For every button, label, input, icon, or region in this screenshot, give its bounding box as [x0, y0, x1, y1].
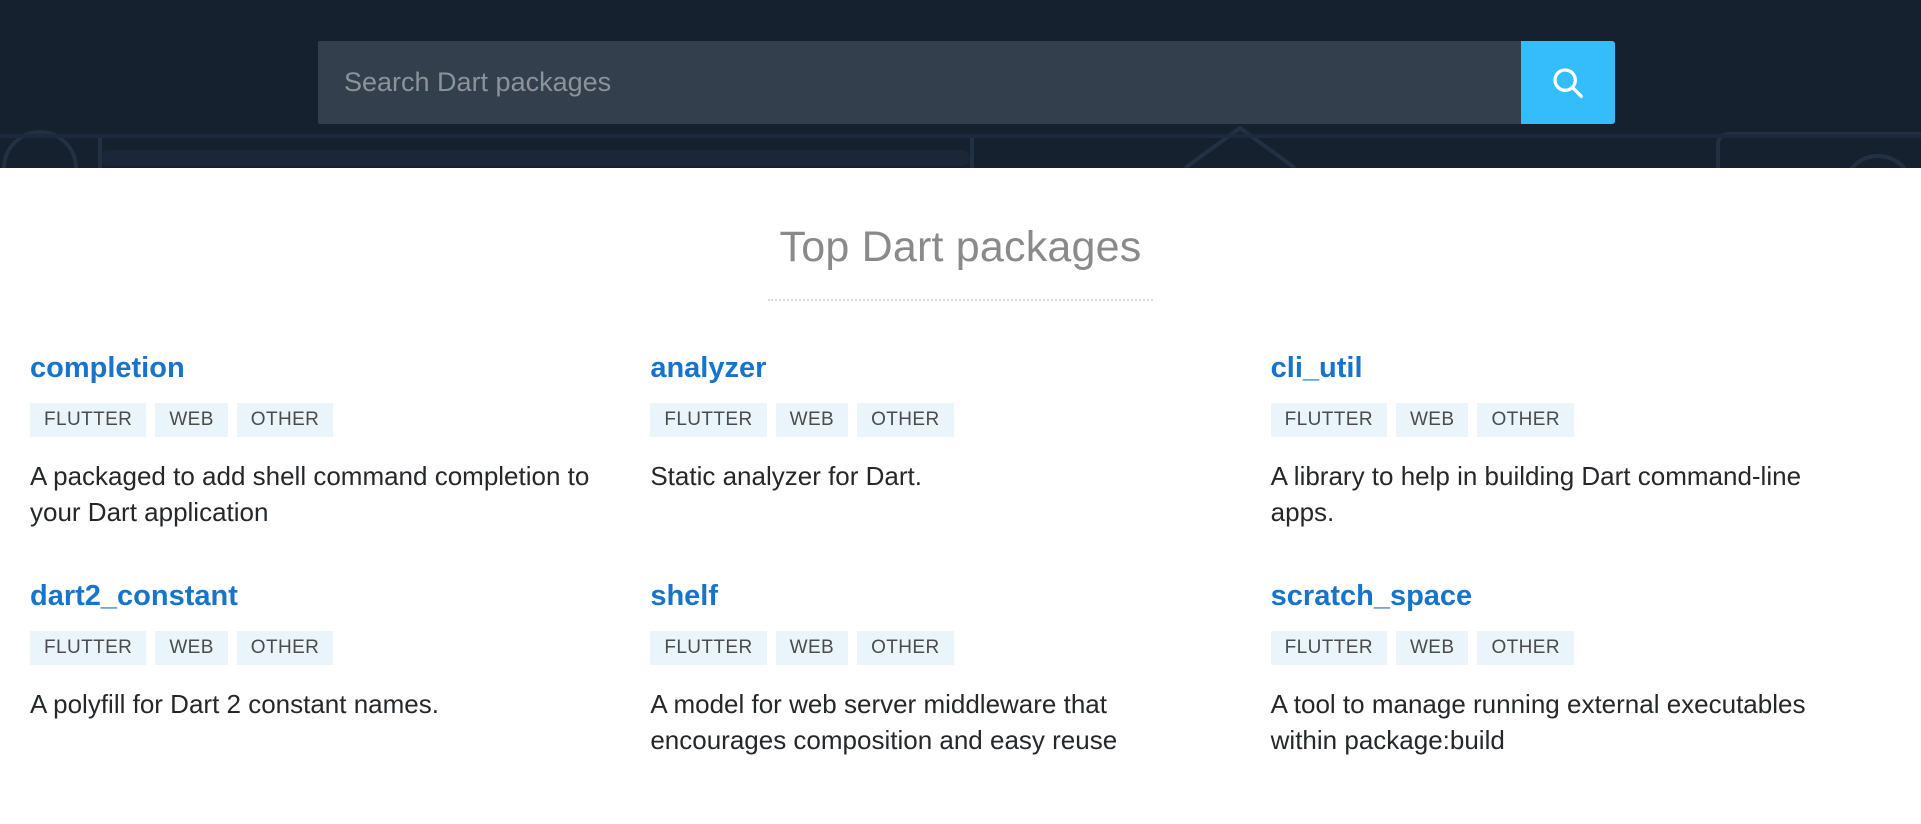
- package-tag-other[interactable]: OTHER: [1477, 630, 1574, 665]
- package-name-link[interactable]: scratch_space: [1270, 579, 1473, 612]
- package-tag-row: FLUTTER WEB OTHER: [650, 630, 1216, 665]
- package-tag-flutter[interactable]: FLUTTER: [1270, 630, 1387, 665]
- package-name-link[interactable]: shelf: [650, 579, 719, 612]
- package-description: A tool to manage running external execut…: [1270, 688, 1806, 755]
- package-tag-flutter[interactable]: FLUTTER: [650, 630, 767, 665]
- package-name-link[interactable]: cli_util: [1270, 352, 1363, 385]
- package-tag-row: FLUTTER WEB OTHER: [1270, 630, 1837, 665]
- search-icon: [1549, 64, 1587, 102]
- package-tag-flutter[interactable]: FLUTTER: [650, 403, 767, 438]
- package-card: cli_util FLUTTER WEB OTHER A library to …: [1270, 352, 1891, 531]
- package-tag-row: FLUTTER WEB OTHER: [30, 630, 596, 665]
- package-tag-web[interactable]: WEB: [155, 403, 228, 438]
- decor-circle-right: [1849, 154, 1907, 168]
- search-bar: [318, 41, 1615, 124]
- package-tag-other[interactable]: OTHER: [857, 630, 954, 665]
- package-card: completion FLUTTER WEB OTHER A packaged …: [30, 352, 650, 531]
- package-description: A model for web server middleware that e…: [650, 688, 1118, 755]
- package-card: scratch_space FLUTTER WEB OTHER A tool t…: [1270, 579, 1891, 759]
- package-description: Static analyzer for Dart.: [650, 461, 922, 492]
- decor-circle-left: [2, 130, 78, 168]
- package-tag-other[interactable]: OTHER: [1477, 403, 1574, 438]
- search-button[interactable]: [1521, 41, 1615, 124]
- package-name-link[interactable]: dart2_constant: [30, 579, 238, 612]
- package-description: A library to help in building Dart comma…: [1270, 461, 1802, 527]
- package-card: dart2_constant FLUTTER WEB OTHER A polyf…: [30, 579, 650, 759]
- package-name-link[interactable]: completion: [30, 352, 185, 385]
- package-tag-row: FLUTTER WEB OTHER: [30, 403, 596, 438]
- package-tag-flutter[interactable]: FLUTTER: [1270, 403, 1387, 438]
- package-card: analyzer FLUTTER WEB OTHER Static analyz…: [650, 352, 1270, 531]
- decor-triangle: [1183, 125, 1297, 168]
- page-title: Top Dart packages: [767, 223, 1154, 302]
- packages-grid: completion FLUTTER WEB OTHER A packaged …: [0, 301, 1921, 758]
- package-tag-row: FLUTTER WEB OTHER: [650, 403, 1216, 438]
- search-input[interactable]: [318, 41, 1521, 124]
- package-tag-web[interactable]: WEB: [775, 630, 849, 665]
- package-card: shelf FLUTTER WEB OTHER A model for web …: [650, 579, 1270, 759]
- site-header: [0, 0, 1921, 168]
- package-tag-other[interactable]: OTHER: [857, 403, 954, 438]
- package-tag-flutter[interactable]: FLUTTER: [30, 630, 147, 665]
- decor-bar-left: [100, 150, 970, 166]
- package-description: A packaged to add shell command completi…: [30, 461, 590, 527]
- package-tag-web[interactable]: WEB: [1395, 403, 1469, 438]
- main-content: Top Dart packages completion FLUTTER WEB…: [0, 168, 1921, 759]
- package-tag-other[interactable]: OTHER: [236, 630, 334, 665]
- package-tag-web[interactable]: WEB: [1395, 630, 1469, 665]
- package-tag-row: FLUTTER WEB OTHER: [1270, 403, 1837, 438]
- package-tag-web[interactable]: WEB: [775, 403, 849, 438]
- decor-rounded-rect-right: [1716, 132, 1921, 168]
- package-description: A polyfill for Dart 2 constant names.: [30, 688, 439, 719]
- package-tag-other[interactable]: OTHER: [236, 403, 334, 438]
- package-tag-web[interactable]: WEB: [155, 630, 228, 665]
- package-name-link[interactable]: analyzer: [650, 352, 767, 385]
- section-title-row: Top Dart packages: [0, 168, 1921, 302]
- package-tag-flutter[interactable]: FLUTTER: [30, 403, 147, 438]
